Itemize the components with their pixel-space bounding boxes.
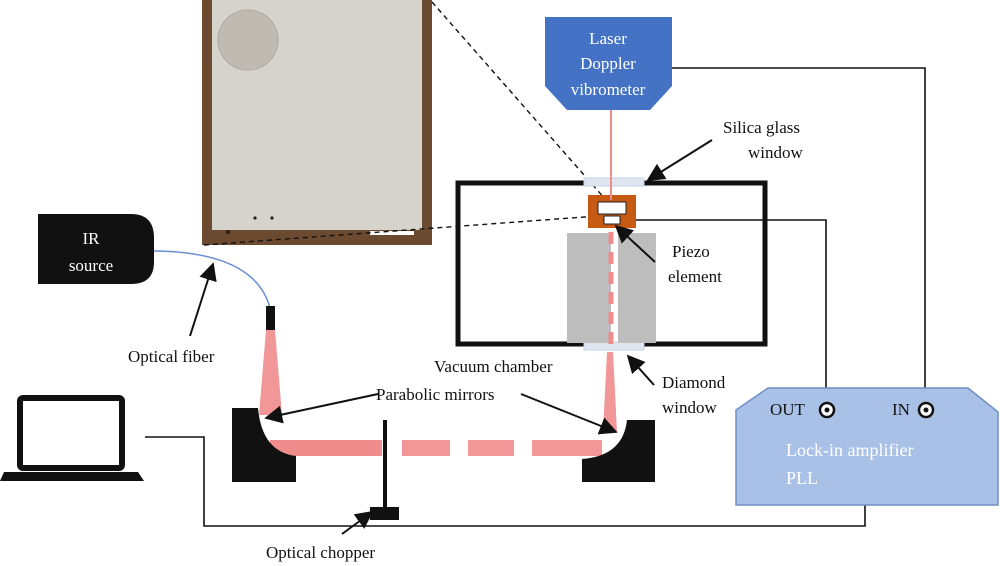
silica-window-label-line2: window [748, 143, 804, 162]
wire-piezo-to-out [618, 219, 827, 402]
laser-label-line3: vibrometer [571, 80, 646, 99]
chamber-block-right [618, 233, 656, 343]
silica-window-label-line1: Silica glass [723, 118, 800, 137]
in-port-label: IN [892, 400, 910, 419]
diamond-window [583, 341, 645, 351]
wire-vibrometer-to-in [672, 67, 926, 402]
sample-photo [202, 0, 432, 245]
piezo-label-line1: Piezo [672, 242, 710, 261]
diamond-window-label-line1: Diamond [662, 373, 726, 392]
zoom-line-top [431, 1, 607, 201]
wire-laptop-chopper-lockin [145, 436, 866, 527]
ir-beam-horizontal-1 [270, 440, 382, 456]
vacuum-chamber-label: Vacuum chamber [434, 357, 553, 376]
ir-beam-horizontal-3 [468, 440, 514, 456]
sample-in-chamber [597, 201, 627, 215]
arrow-optical-chopper [341, 510, 374, 535]
ir-beam-horizontal-4 [532, 440, 602, 456]
arrow-silica-window [646, 139, 713, 181]
ir-source [38, 214, 154, 284]
arrow-piezo-element [614, 224, 656, 263]
laser-doppler-vibrometer [545, 17, 672, 110]
zoom-line-bottom [203, 215, 599, 246]
arrow-mirror-left [264, 393, 379, 424]
diamond-window-label-line2: window [662, 398, 718, 417]
arrow-diamond-window [626, 354, 655, 386]
chamber-block-left [567, 233, 611, 343]
optical-fiber-label: Optical fiber [128, 347, 215, 366]
laser-label-line1: Laser [589, 29, 627, 48]
laptop-icon [0, 395, 144, 481]
out-port-label: OUT [770, 400, 806, 419]
fiber-output-connector [266, 306, 275, 330]
optical-chopper-icon [370, 420, 399, 520]
optical-fiber [153, 250, 271, 309]
arrow-mirror-right [520, 393, 618, 435]
ir-beam-horizontal-2 [402, 440, 450, 456]
parabolic-mirror-left [232, 408, 296, 482]
ir-beam-fiber-to-mirror [259, 330, 282, 415]
laser-label-line2: Doppler [580, 54, 636, 73]
lockin-label-line1: Lock-in amplifier [786, 440, 913, 460]
silica-glass-window [583, 177, 645, 187]
lock-in-amplifier [735, 387, 999, 506]
parabolic-mirror-right [582, 420, 655, 482]
sample-photo-scale-bar [370, 231, 414, 235]
arrow-optical-fiber [189, 262, 217, 337]
lockin-label-line2: PLL [786, 468, 818, 488]
piezo-label-line2: element [668, 267, 722, 286]
ir-source-label-line1: IR [83, 229, 101, 248]
sample-photo-disc [217, 9, 279, 71]
piezo-element [603, 215, 621, 225]
ir-beam-mirror-to-chamber [603, 352, 617, 432]
parabolic-mirrors-label: Parabolic mirrors [376, 385, 495, 404]
ir-source-label-line2: source [69, 256, 113, 275]
optical-chopper-label: Optical chopper [266, 543, 375, 562]
